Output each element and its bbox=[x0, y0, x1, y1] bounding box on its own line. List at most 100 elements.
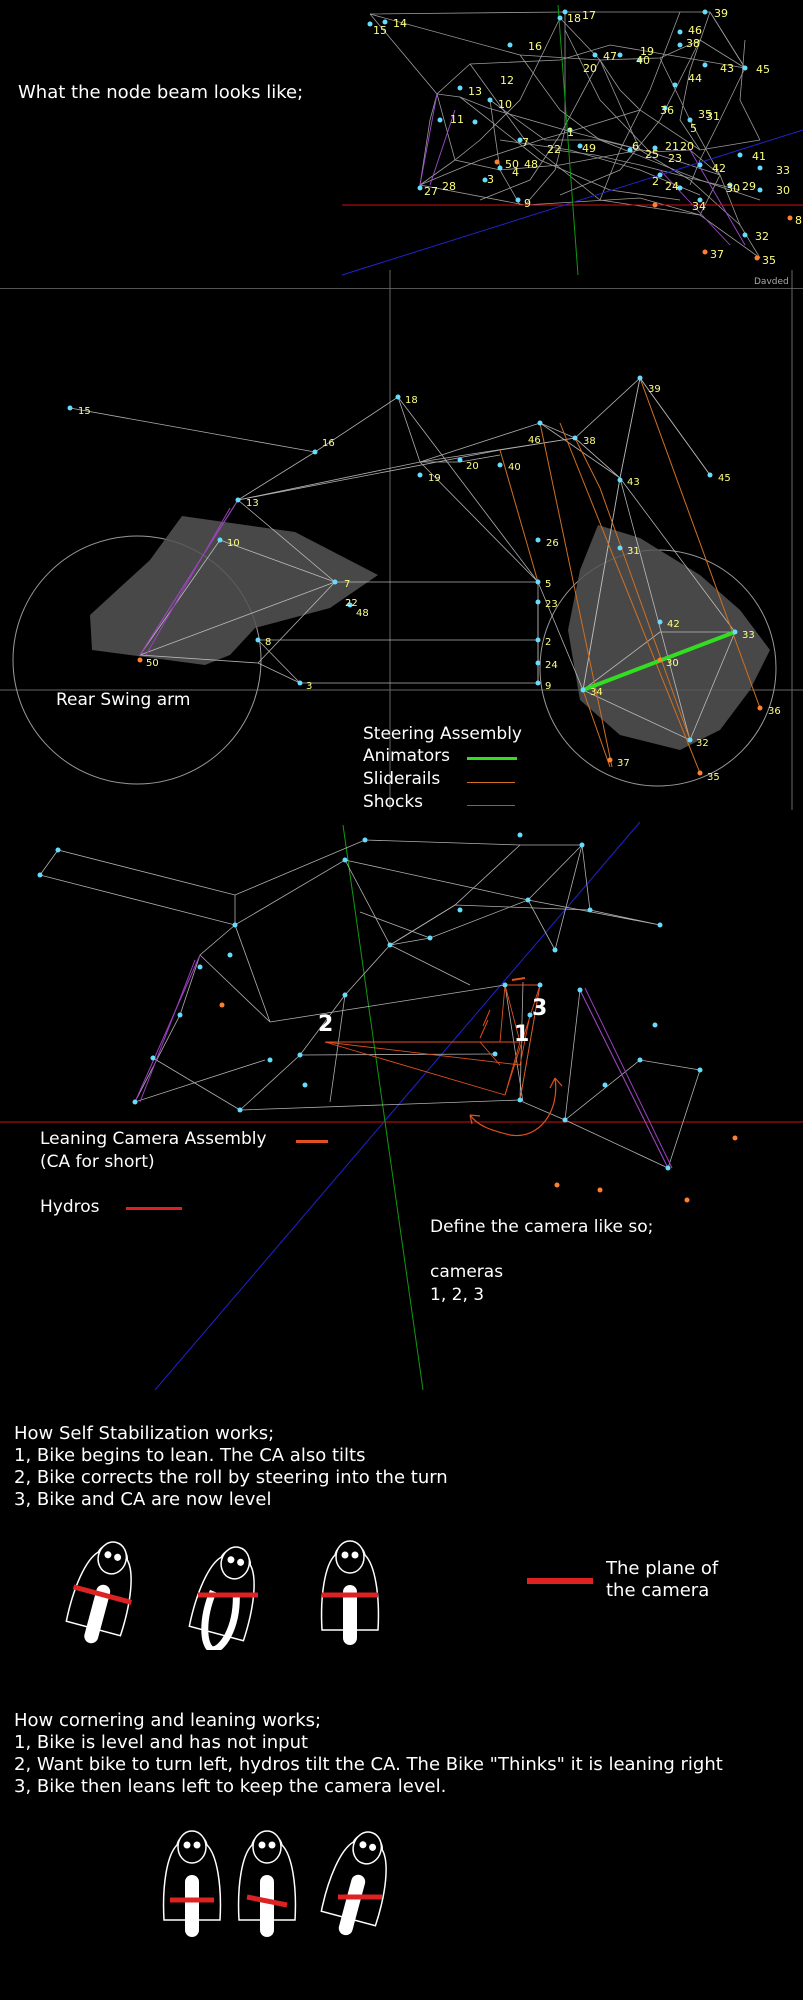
node-label: 13 bbox=[468, 85, 482, 98]
legend-swatch-shocks bbox=[467, 805, 515, 806]
node-label: 33 bbox=[776, 164, 790, 177]
hydros-swatch bbox=[126, 1207, 182, 1210]
node-label: 45 bbox=[718, 473, 731, 484]
node-label: 30 bbox=[666, 658, 679, 669]
cornering-step-3: 3, Bike then leans left to keep the came… bbox=[14, 1776, 447, 1797]
cornering-step-1: 1, Bike is level and has not input bbox=[14, 1732, 309, 1753]
define-camera-line3: 1, 2, 3 bbox=[430, 1285, 485, 1305]
node-label: 20 bbox=[583, 62, 597, 75]
legend-item-sliderails: Sliderails bbox=[363, 769, 441, 789]
node-label: 3 bbox=[306, 681, 312, 692]
node-label: 46 bbox=[528, 435, 541, 446]
node-label: 26 bbox=[546, 538, 559, 549]
node-label: 41 bbox=[752, 150, 766, 163]
node-label: 16 bbox=[528, 40, 542, 53]
stabilization-step-3: 3, Bike and CA are now level bbox=[14, 1489, 272, 1510]
node-label: 18 bbox=[405, 395, 418, 406]
node-label: 31 bbox=[627, 546, 640, 557]
hydros-label: Hydros bbox=[40, 1197, 100, 1217]
node-label: 10 bbox=[498, 98, 512, 111]
node-label: 50 bbox=[146, 658, 159, 669]
node-label: 4 bbox=[512, 166, 519, 179]
node-label: 25 bbox=[645, 148, 659, 161]
stabilization-heading: How Self Stabilization works; bbox=[14, 1423, 275, 1444]
ca-label-line1: Leaning Camera Assembly bbox=[40, 1129, 267, 1149]
node-label: 39 bbox=[714, 7, 728, 20]
define-camera-line1: Define the camera like so; bbox=[430, 1217, 654, 1237]
node-beam-overview-diagram: 15 14 16 18 17 39 46 38 47 20 19 40 43 4… bbox=[341, 4, 803, 276]
node-label: 40 bbox=[636, 54, 650, 67]
node-label: 36 bbox=[768, 706, 781, 717]
node-label: 14 bbox=[393, 17, 407, 30]
node-label: 35 bbox=[762, 254, 776, 267]
rider-figure-steering bbox=[188, 1546, 258, 1650]
node-label: 32 bbox=[755, 230, 769, 243]
legend-item-animators: Animators bbox=[363, 746, 451, 766]
stabilization-rider-figures bbox=[65, 1540, 380, 1650]
cornering-rider-figures bbox=[162, 1830, 387, 1937]
node-label: 7 bbox=[344, 579, 350, 590]
node-label: 43 bbox=[627, 477, 640, 488]
node-label: 37 bbox=[617, 758, 630, 769]
node-label: 42 bbox=[712, 162, 726, 175]
node-label: 38 bbox=[686, 37, 700, 50]
node-label: 48 bbox=[356, 608, 369, 619]
node-label: 6 bbox=[632, 140, 639, 153]
node-label: 36 bbox=[660, 104, 674, 117]
node-label: 19 bbox=[640, 45, 654, 58]
cornering-heading: How cornering and leaning works; bbox=[14, 1710, 322, 1731]
stabilization-step-1: 1, Bike begins to lean. The CA also tilt… bbox=[14, 1445, 366, 1466]
node-label: 31 bbox=[706, 110, 720, 123]
node-label: 46 bbox=[688, 24, 702, 37]
camera-number-1: 1 bbox=[514, 1022, 530, 1047]
node-label: 20 bbox=[680, 140, 694, 153]
node-label: 38 bbox=[583, 436, 596, 447]
node-label: 8 bbox=[265, 637, 271, 648]
ca-swatch bbox=[296, 1140, 328, 1143]
node-label: 8 bbox=[795, 214, 802, 227]
node-label: 50 bbox=[505, 158, 519, 171]
node-label: 40 bbox=[508, 462, 521, 473]
node-label: 3 bbox=[487, 173, 494, 186]
node-label: 16 bbox=[322, 438, 335, 449]
node-label: 24 bbox=[545, 660, 558, 671]
node-label: 39 bbox=[648, 384, 661, 395]
node-label: 27 bbox=[424, 185, 438, 198]
node-label: 30 bbox=[776, 184, 790, 197]
node-label: 47 bbox=[603, 50, 617, 63]
node-label: 22 bbox=[547, 143, 561, 156]
node-label: 42 bbox=[667, 619, 680, 630]
legend-title: Steering Assembly bbox=[363, 724, 522, 744]
node-label: 10 bbox=[227, 538, 240, 549]
node-label: 35 bbox=[707, 772, 720, 783]
node-label: 48 bbox=[524, 158, 538, 171]
node-label: 5 bbox=[545, 579, 551, 590]
node-label: 1 bbox=[567, 126, 574, 139]
node-label: 2 bbox=[652, 175, 659, 188]
ca-label-line2: (CA for short) bbox=[40, 1152, 155, 1172]
credit-label: Davded bbox=[754, 277, 789, 287]
rider-figure-level bbox=[320, 1540, 380, 1645]
legend-swatch-animators bbox=[467, 757, 517, 760]
rider-figure-leaning-left bbox=[320, 1831, 387, 1936]
node-label: 23 bbox=[545, 599, 558, 610]
node-label: 15 bbox=[373, 24, 387, 37]
node-label: 22 bbox=[345, 598, 358, 609]
rider-figure-ca-tilted bbox=[237, 1830, 297, 1937]
node-label: 33 bbox=[742, 630, 755, 641]
node-label: 11 bbox=[450, 113, 464, 126]
node-label: 24 bbox=[665, 180, 679, 193]
node-label: 43 bbox=[720, 62, 734, 75]
node-label: 20 bbox=[466, 461, 479, 472]
node-label: 21 bbox=[665, 140, 679, 153]
node-label: 29 bbox=[742, 180, 756, 193]
node-label: 34 bbox=[692, 200, 706, 213]
node-label: 18 bbox=[567, 12, 581, 25]
node-label: 32 bbox=[696, 738, 709, 749]
node-label: 7 bbox=[522, 136, 529, 149]
node-label: 12 bbox=[500, 74, 514, 87]
camera-number-2: 2 bbox=[318, 1012, 334, 1037]
define-camera-line2: cameras bbox=[430, 1262, 504, 1282]
section1-title: What the node beam looks like; bbox=[18, 82, 304, 103]
node-label: 49 bbox=[582, 142, 596, 155]
